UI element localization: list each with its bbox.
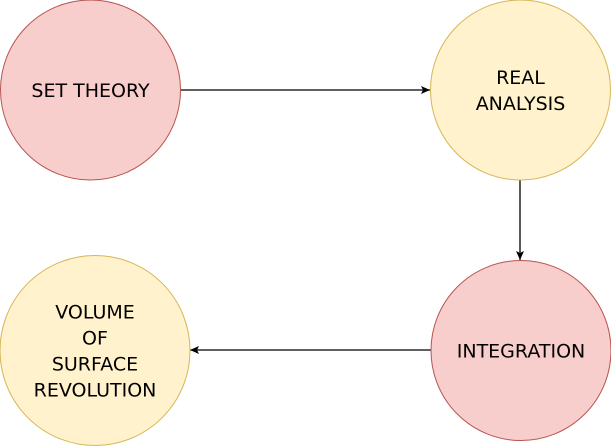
node-label-line: REVOLUTION (34, 380, 157, 402)
node-label: VOLUME OF SURFACE REVOLUTION (34, 302, 157, 402)
node-set-theory[interactable]: SET THEORY (0, 0, 181, 181)
node-label-line: REAL (496, 67, 545, 89)
node-circle (430, 0, 611, 181)
node-label-line: VOLUME (55, 302, 135, 324)
node-volume-of-surface-revolution[interactable]: VOLUME OF SURFACE REVOLUTION (0, 255, 191, 446)
node-circle (0, 255, 191, 446)
node-circle (430, 260, 611, 441)
node-real-analysis[interactable]: REAL ANALYSIS (430, 0, 611, 181)
node-label-line: OF (82, 328, 108, 350)
node-label-line: SURFACE (52, 354, 138, 376)
node-label: INTEGRATION (457, 341, 585, 363)
node-integration[interactable]: INTEGRATION (430, 260, 611, 441)
node-label: SET THEORY (31, 80, 150, 102)
node-label-line: INTEGRATION (457, 341, 585, 363)
node-circle (0, 0, 181, 181)
node-label-line: ANALYSIS (476, 93, 566, 115)
node-label-line: SET THEORY (31, 80, 150, 102)
node-label: REAL ANALYSIS (476, 67, 566, 115)
